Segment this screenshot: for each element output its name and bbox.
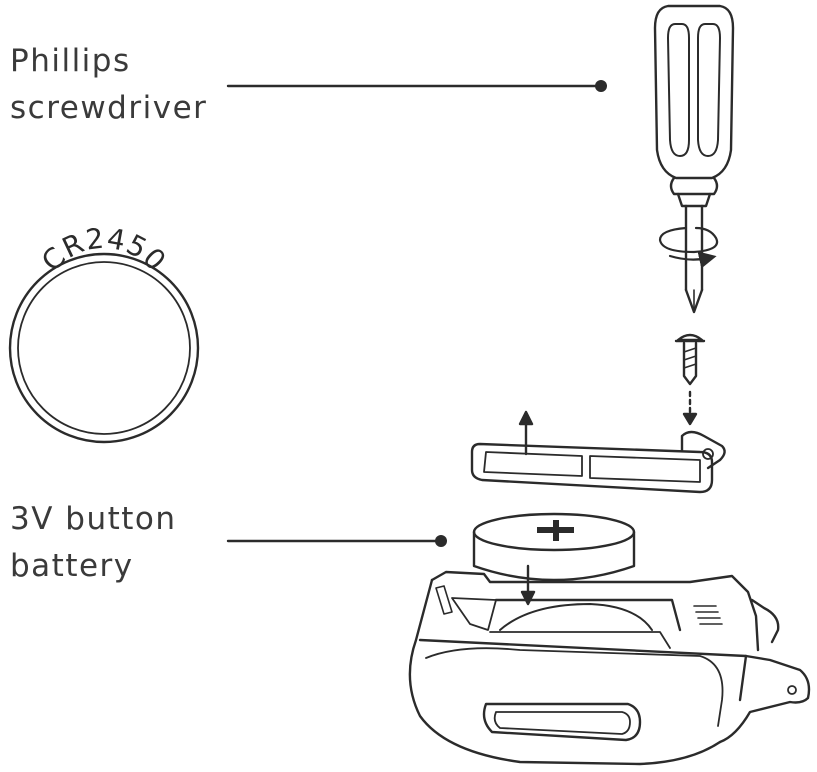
cover-lift-arrow <box>518 410 534 456</box>
screwdriver-icon <box>653 4 735 314</box>
screw-direction-arrow <box>682 390 698 426</box>
coin-cell-marking: CR2450 <box>35 222 173 278</box>
battery-label: 3V button battery <box>10 496 177 590</box>
coin-cell-illustration <box>8 252 200 444</box>
screwdriver-label-line1: Phillips <box>10 43 131 79</box>
screwdriver-label-line2: screwdriver <box>10 90 208 126</box>
screw-icon <box>674 333 706 386</box>
battery-cover-icon <box>470 430 726 494</box>
button-battery-icon <box>472 512 636 582</box>
device-body <box>408 570 811 766</box>
screwdriver-callout-line <box>226 80 607 92</box>
screwdriver-label: Phillips screwdriver <box>10 38 207 132</box>
battery-label-line1: 3V button <box>10 501 177 537</box>
battery-label-line2: battery <box>10 548 134 584</box>
battery-insert-arrow <box>520 564 536 606</box>
battery-callout-line <box>226 535 447 547</box>
